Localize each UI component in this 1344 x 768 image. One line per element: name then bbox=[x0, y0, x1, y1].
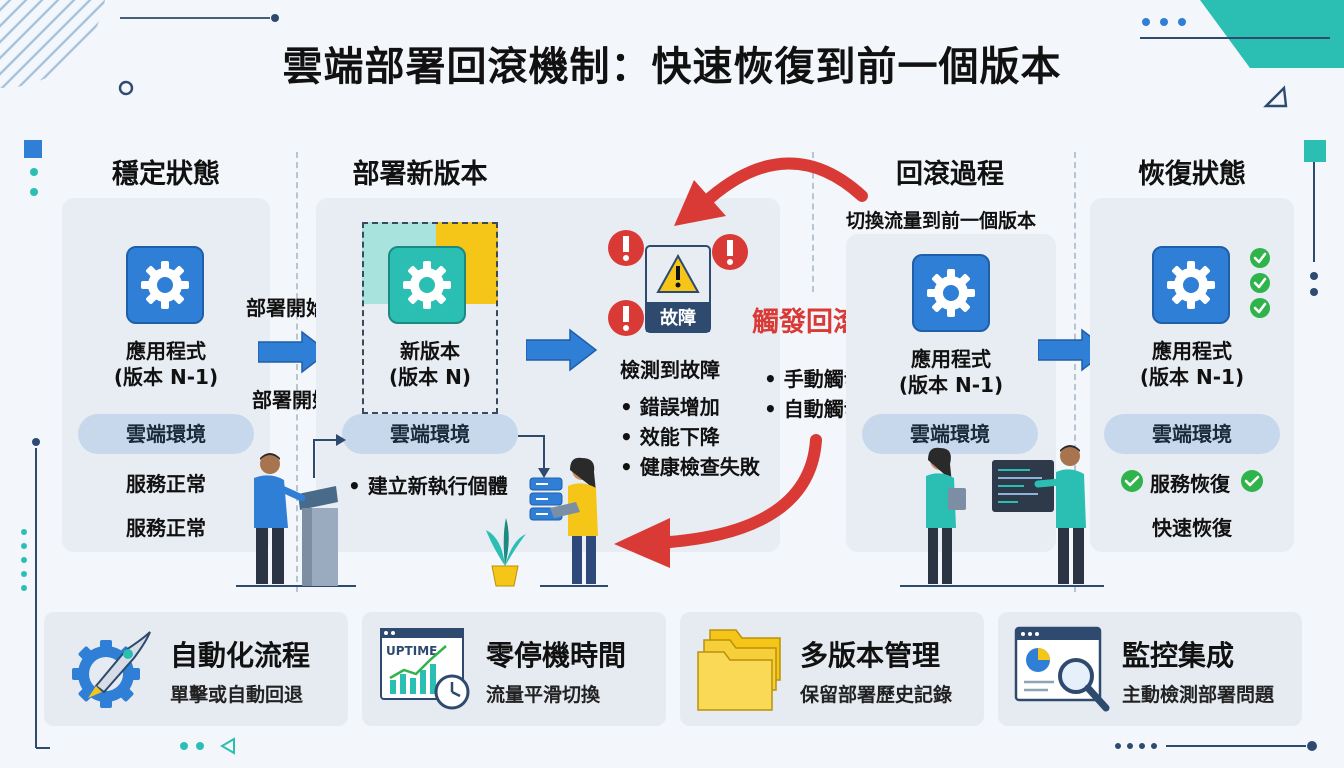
deploy-step-text: • 建立新執行個體 bbox=[348, 474, 508, 498]
new-version-number: (版本 N) bbox=[389, 365, 471, 389]
check-stack-icon bbox=[1250, 248, 1270, 318]
new-instance-dashed-box bbox=[362, 222, 498, 414]
right-square-decoration bbox=[1304, 140, 1326, 162]
feature-title: 零停機時間 bbox=[486, 639, 627, 672]
engineer-with-laptop-illustration bbox=[540, 457, 608, 587]
feature-title: 自動化流程 bbox=[170, 639, 311, 672]
check-icon bbox=[1121, 470, 1143, 492]
feature-subtitle: 單擊或自動回退 bbox=[170, 684, 304, 706]
check-icon bbox=[1241, 470, 1263, 492]
failure-warning-icon bbox=[608, 230, 748, 336]
feature-title: 監控集成 bbox=[1122, 639, 1235, 672]
arrow-right-icon bbox=[258, 330, 330, 374]
app-version-label: (版本 N-1) bbox=[898, 373, 1004, 397]
top-right-shape-decoration bbox=[1200, 0, 1344, 68]
square-decoration bbox=[24, 140, 42, 158]
rollback-curved-arrows bbox=[614, 157, 868, 568]
plant-icon bbox=[486, 518, 526, 587]
cloud-env-pill: 雲端環境 bbox=[1104, 414, 1280, 454]
service-restored-text: 服務恢復 bbox=[1150, 472, 1230, 496]
app-version-label: (版本 N-1) bbox=[113, 365, 219, 389]
fast-recovery-text: 快速恢復 bbox=[1152, 516, 1232, 540]
uptime-bars-icon bbox=[380, 628, 470, 710]
arrow-right-icon bbox=[526, 328, 598, 372]
uptime-label: UPTIME bbox=[386, 644, 438, 658]
team-at-dashboard-illustration bbox=[900, 445, 1104, 587]
cloud-env-pill: 雲端環境 bbox=[78, 414, 254, 454]
app-gear-icon bbox=[1152, 246, 1230, 324]
connector-lines bbox=[313, 434, 550, 478]
cloud-env-pill: 雲端環境 bbox=[342, 414, 518, 454]
right-vertical-line-decoration bbox=[1310, 162, 1318, 296]
monitor-search-icon bbox=[1014, 626, 1110, 712]
top-right-dots-decoration bbox=[1142, 18, 1186, 26]
feature-subtitle: 流量平滑切換 bbox=[486, 684, 601, 706]
bottom-left-dots-decoration bbox=[180, 737, 235, 755]
app-gear-icon bbox=[126, 246, 204, 324]
stage-title-stable: 穩定狀態 bbox=[112, 159, 220, 190]
new-app-gear-icon bbox=[388, 246, 466, 324]
gear-icon bbox=[1167, 261, 1215, 309]
app-name-label: 應用程式 bbox=[126, 339, 206, 363]
gear-icon bbox=[927, 269, 975, 317]
failure-bullet: • 健康檢查失敗 bbox=[620, 455, 760, 479]
feature-subtitle: 主動檢測部署問題 bbox=[1122, 684, 1275, 706]
stage-divider bbox=[812, 152, 814, 292]
trigger-rollback-label: 觸發回滾 bbox=[752, 307, 860, 338]
page-title: 雲端部署回滾機制：快速恢復到前一個版本 bbox=[282, 44, 1062, 90]
rollback-subtitle: 切換流量到前一個版本 bbox=[846, 210, 1037, 232]
app-gear-icon bbox=[912, 254, 990, 332]
app-version-label: (版本 N-1) bbox=[1139, 365, 1245, 389]
cloud-env-pill: 雲端環境 bbox=[862, 414, 1038, 454]
gear-rocket-icon bbox=[72, 631, 151, 708]
failure-bullet: • 錯誤增加 bbox=[620, 395, 720, 419]
status-text: 服務正常 bbox=[126, 516, 206, 540]
gear-icon bbox=[403, 261, 451, 309]
stage-title-recovered: 恢復狀態 bbox=[1138, 159, 1246, 190]
status-text: 服務正常 bbox=[126, 472, 206, 496]
top-line-decoration bbox=[120, 14, 279, 22]
deploy-start-label: 部署開始 bbox=[246, 296, 326, 320]
triangle-outline-decoration bbox=[1263, 85, 1288, 108]
feature-subtitle: 保留部署歷史記錄 bbox=[800, 684, 953, 706]
left-vertical-line-decoration bbox=[21, 438, 50, 749]
gear-icon bbox=[141, 261, 189, 309]
app-name-label: 應用程式 bbox=[911, 347, 991, 371]
stage-title-deploy: 部署新版本 bbox=[352, 159, 488, 190]
stage-divider bbox=[296, 152, 298, 592]
stage-divider bbox=[1074, 152, 1076, 592]
stage-title-rollback: 回滾過程 bbox=[896, 159, 1004, 190]
top-right-line-decoration bbox=[1140, 37, 1330, 39]
failure-badge-text: 故障 bbox=[660, 308, 696, 329]
folders-icon bbox=[697, 629, 781, 711]
app-name-label: 應用程式 bbox=[1152, 339, 1232, 363]
feature-title: 多版本管理 bbox=[800, 639, 941, 672]
failure-bullet: • 效能下降 bbox=[620, 425, 720, 449]
failure-detected-text: 檢測到故障 bbox=[620, 358, 720, 382]
new-version-name: 新版本 bbox=[400, 339, 460, 363]
corner-stripes-decoration bbox=[0, 0, 105, 89]
ring-decoration bbox=[118, 80, 134, 96]
dots-decoration bbox=[30, 168, 38, 196]
bottom-right-line-decoration bbox=[1115, 741, 1317, 751]
engineer-at-kiosk-illustration bbox=[236, 453, 356, 587]
